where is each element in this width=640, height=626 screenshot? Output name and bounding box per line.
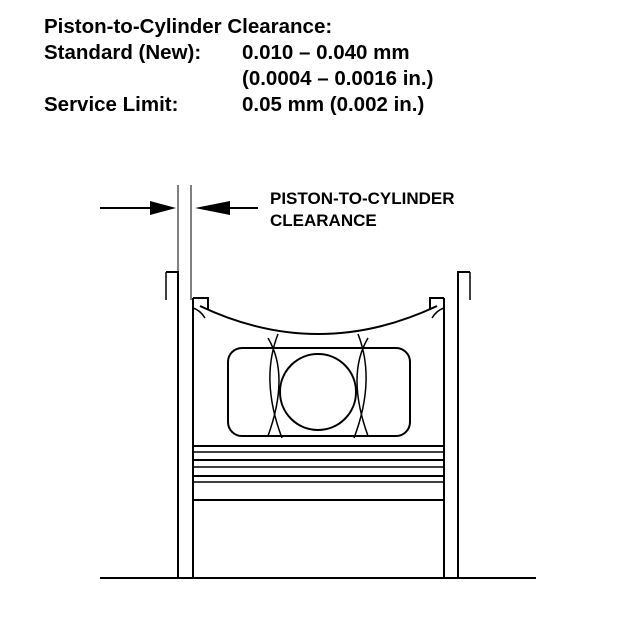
pin-boss [227,347,411,437]
standard-label: Standard (New): [44,41,202,64]
spec-title: Piston-to-Cylinder Clearance: [44,15,333,38]
piston-skirt [192,298,445,578]
standard-value-mm: 0.010 – 0.040 mm [242,41,410,64]
piston-crown [199,305,438,335]
cylinder-wall-left [166,271,179,578]
service-limit-value: 0.05 mm (0.002 in.) [242,93,425,116]
left-arrow-head-icon [150,201,176,215]
callout-line-2: CLEARANCE [270,211,377,230]
right-arrow-head-icon [195,201,230,215]
cylinder-wall-right [457,271,470,578]
standard-value-in: (0.0004 – 0.0016 in.) [242,67,434,90]
piston-pin [279,353,357,431]
service-limit-label: Service Limit: [44,93,179,116]
callout-line-1: PISTON-TO-CYLINDER [270,189,455,208]
